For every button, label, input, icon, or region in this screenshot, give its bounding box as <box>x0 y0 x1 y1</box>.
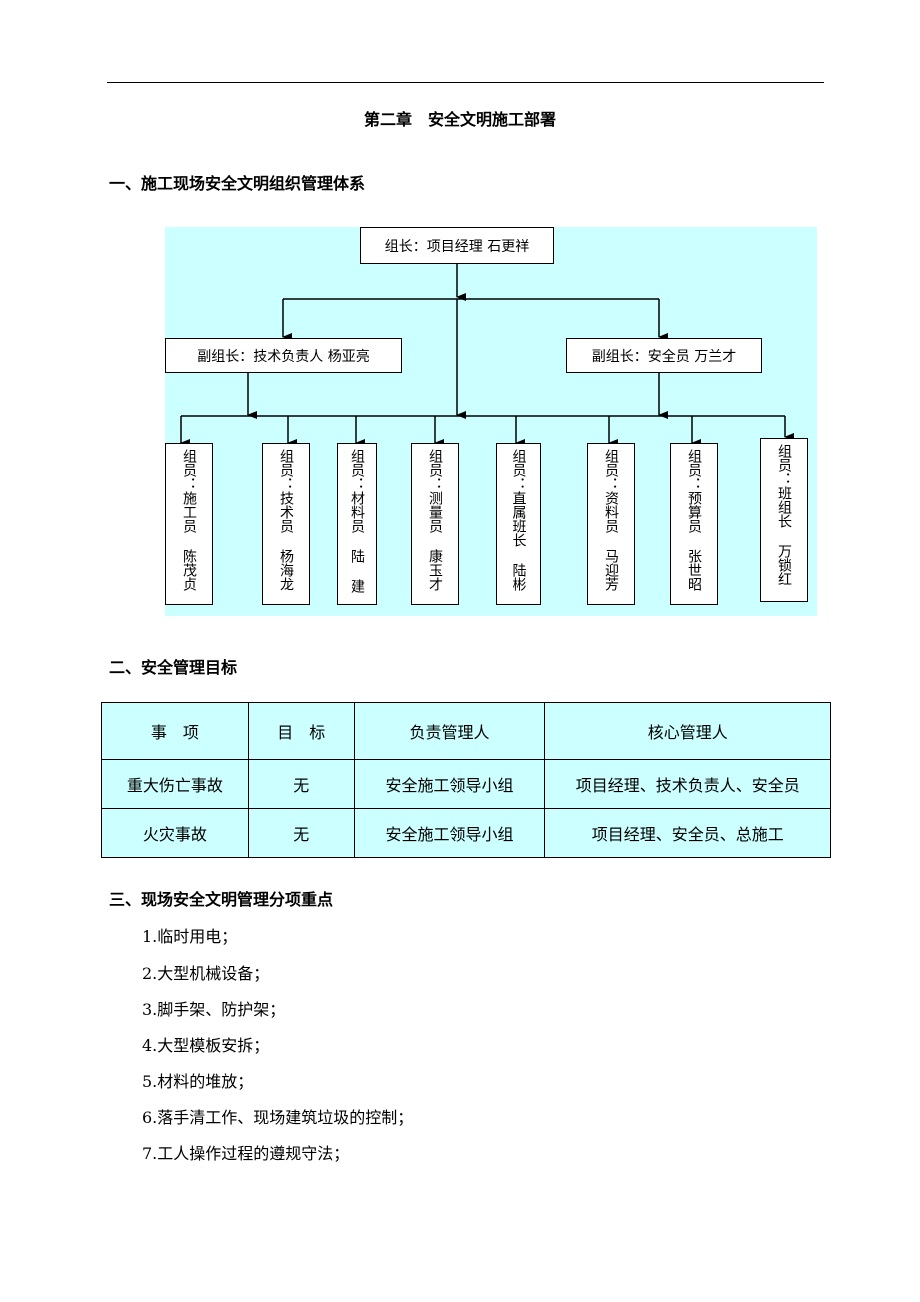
list-item: 5.材料的堆放； <box>142 1072 254 1091</box>
org-deputy-left-box: 副组长：技术负责人 杨亚亮 <box>165 338 402 373</box>
org-member-label: 组员：班组长 万锁红 <box>776 444 792 586</box>
org-member-label: 组员：技术员 杨海龙 <box>278 449 294 591</box>
org-member-label: 组员：资料员 马迎芳 <box>603 449 619 591</box>
goals-header-cell: 事 项 <box>101 702 249 760</box>
goals-cell: 项目经理、技术负责人、安全员 <box>544 759 831 809</box>
table-row: 火灾事故 无 安全施工领导小组 项目经理、安全员、总施工 <box>101 808 831 858</box>
goals-header-cell: 核心管理人 <box>544 702 831 760</box>
chapter-title: 第二章 安全文明施工部署 <box>363 110 556 129</box>
list-item: 1.临时用电； <box>142 927 238 946</box>
goals-table-header-row: 事 项 目 标 负责管理人 核心管理人 <box>101 702 831 760</box>
org-member-box: 组员：直属班长 陆彬 <box>496 443 541 605</box>
list-item: 3.脚手架、防护架； <box>142 1000 286 1019</box>
org-member-label: 组员：材料员 陆 建 <box>349 449 365 593</box>
org-leader-box: 组长：项目经理 石更祥 <box>360 227 554 264</box>
org-member-box: 组员：施工员 陈茂贞 <box>165 443 213 605</box>
org-chart-connectors <box>180 264 794 447</box>
section-3-title: 三、现场安全文明管理分项重点 <box>109 890 334 909</box>
goals-header-cell: 负责管理人 <box>353 702 546 760</box>
org-member-box: 组员：技术员 杨海龙 <box>262 443 310 605</box>
header-rule <box>107 82 824 83</box>
org-member-label: 组员：直属班长 陆彬 <box>510 449 527 591</box>
org-chart: 组长：项目经理 石更祥 副组长：技术负责人 杨亚亮 副组长：安全员 万兰才 组员… <box>165 227 817 616</box>
org-member-box: 组员：资料员 马迎芳 <box>587 443 635 605</box>
goals-header-cell: 目 标 <box>247 702 355 760</box>
goals-cell: 安全施工领导小组 <box>353 759 546 809</box>
goals-cell: 无 <box>247 759 355 809</box>
org-deputy-right-box: 副组长：安全员 万兰才 <box>566 338 762 373</box>
org-member-box: 组员：测量员 康玉才 <box>411 443 459 605</box>
goals-cell: 重大伤亡事故 <box>101 759 249 809</box>
goals-cell: 项目经理、安全员、总施工 <box>544 808 831 858</box>
list-item: 4.大型模板安拆； <box>142 1036 270 1055</box>
goals-cell: 火灾事故 <box>101 808 249 858</box>
list-item: 2.大型机械设备； <box>142 964 270 983</box>
goals-cell: 安全施工领导小组 <box>353 808 546 858</box>
section-2-title: 二、安全管理目标 <box>109 658 238 677</box>
org-member-box: 组员：材料员 陆 建 <box>337 443 377 605</box>
org-member-box: 组员：预算员 张世昭 <box>670 443 718 605</box>
goals-cell: 无 <box>247 808 355 858</box>
list-item: 7.工人操作过程的遵规守法； <box>142 1144 350 1163</box>
org-member-label: 组员：预算员 张世昭 <box>686 449 702 591</box>
org-member-label: 组员：施工员 陈茂贞 <box>181 449 197 591</box>
org-member-label: 组员：测量员 康玉才 <box>427 449 443 591</box>
org-member-box: 组员：班组长 万锁红 <box>760 438 808 602</box>
goals-table: 事 项 目 标 负责管理人 核心管理人 重大伤亡事故 无 安全施工领导小组 项目… <box>101 702 831 858</box>
list-item: 6.落手清工作、现场建筑垃圾的控制； <box>142 1108 414 1127</box>
table-row: 重大伤亡事故 无 安全施工领导小组 项目经理、技术负责人、安全员 <box>101 759 831 809</box>
section-1-title: 一、施工现场安全文明组织管理体系 <box>109 174 366 193</box>
